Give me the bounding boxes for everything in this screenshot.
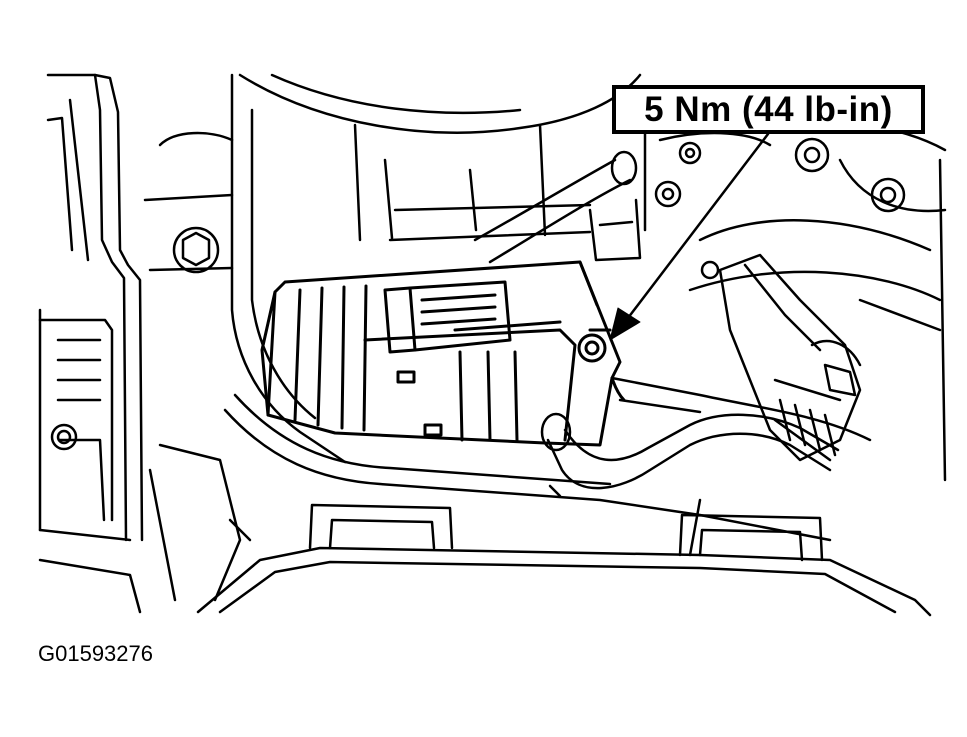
vacuum-hose-upper — [475, 152, 640, 262]
figure-number: G01593276 — [38, 641, 153, 666]
cross-bracket — [225, 378, 870, 540]
left-frame-rail — [40, 75, 142, 612]
torque-callout: 5 Nm (44 lb-in) — [612, 85, 925, 134]
component-body — [262, 262, 624, 445]
housing-bolt — [174, 228, 218, 272]
bottom-pan — [150, 445, 930, 615]
electrical-connector — [720, 255, 860, 460]
callout-leader-arrow — [610, 134, 768, 340]
upper-housing — [145, 75, 640, 462]
torque-callout-label: 5 Nm (44 lb-in) — [644, 89, 893, 129]
right-upper-details — [645, 90, 945, 480]
lower-hose — [542, 414, 838, 496]
